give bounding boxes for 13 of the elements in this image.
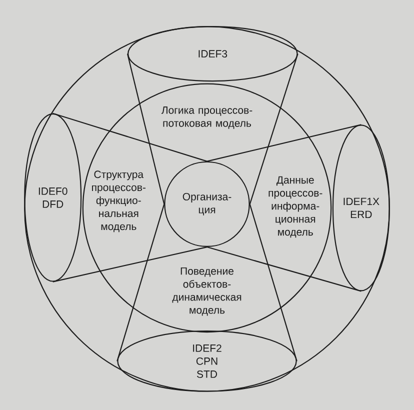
sector-label: Структура процессов- функцио- нальная модель [92,170,146,232]
sector-label: Данные процессов- информа- ционная модель [268,176,322,238]
cone-line [126,54,165,204]
cone-line [52,112,208,162]
sector-label: Поведение объектов- динамическая модель [172,267,242,316]
cone-line [206,124,362,162]
cone-line [116,204,165,362]
middle-circle [82,83,332,333]
outer-circle [24,26,390,392]
cone-line [249,204,298,362]
cone-line [249,54,298,204]
sector-label: Логика процессов- потоковая модель [161,106,252,129]
cone-line [206,246,362,292]
